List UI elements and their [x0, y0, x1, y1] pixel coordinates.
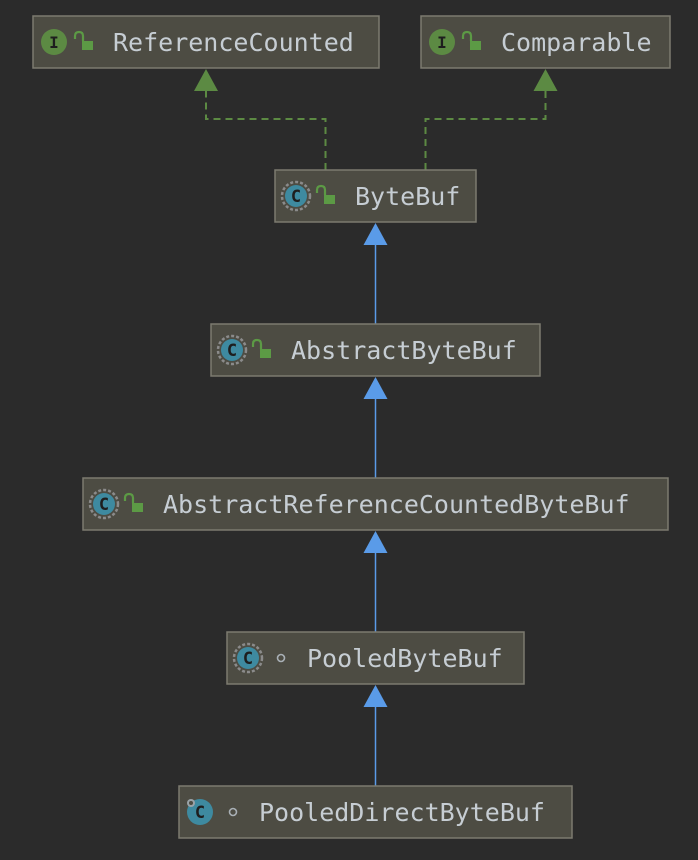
node-box [226, 631, 525, 685]
icon-letter: C [99, 495, 109, 515]
node-box [274, 169, 477, 223]
node-label: AbstractByteBuf [291, 336, 517, 365]
node-label: ReferenceCounted [113, 28, 354, 57]
edge-byte-buf-implements-comparable [424, 69, 558, 170]
edge-byte-buf-implements-reference-counted [194, 69, 327, 170]
abstract-class-icon: C [88, 488, 120, 520]
interface-icon: I [41, 29, 67, 55]
node-pooled-direct-byte-buf[interactable]: C PooledDirectByteBuf [178, 785, 573, 839]
edge-layer [194, 69, 558, 786]
public-lock-icon [251, 338, 271, 358]
node-box [82, 477, 669, 531]
edge-abstract-reference-counted-byte-buf-extends-abstract-byte-buf [363, 377, 388, 478]
edge-abstract-byte-buf-extends-byte-buf [363, 223, 388, 324]
public-lock-icon [315, 184, 335, 204]
edge-pooled-byte-buf-extends-abstract-reference-counted-byte-buf [363, 531, 388, 632]
node-reference-counted[interactable]: I ReferenceCounted [32, 15, 380, 69]
node-box [210, 323, 541, 377]
abstract-class-icon: C [280, 180, 312, 212]
final-class-icon: C [187, 799, 213, 825]
interface-icon: I [429, 29, 455, 55]
node-comparable[interactable]: I Comparable [420, 15, 671, 69]
node-label: PooledDirectByteBuf [259, 798, 545, 827]
public-lock-icon [123, 492, 143, 512]
icon-letter: C [195, 803, 205, 823]
public-lock-icon [461, 30, 481, 50]
icon-letter: I [49, 33, 59, 52]
package-private-icon [276, 653, 286, 663]
edge-pooled-direct-byte-buf-extends-pooled-byte-buf [363, 685, 388, 786]
icon-letter: C [291, 187, 301, 207]
node-box [178, 785, 573, 839]
node-pooled-byte-buf[interactable]: C PooledByteBuf [226, 631, 525, 685]
abstract-class-icon: C [216, 334, 248, 366]
icon-letter: C [243, 649, 253, 669]
icon-letter: C [227, 341, 237, 361]
node-label: ByteBuf [355, 182, 460, 211]
node-label: AbstractReferenceCountedByteBuf [163, 490, 630, 519]
node-label: PooledByteBuf [307, 644, 503, 673]
package-private-icon [228, 807, 238, 817]
abstract-class-icon: C [232, 642, 264, 674]
icon-letter: I [437, 33, 447, 52]
public-lock-icon [73, 30, 93, 50]
node-abstract-byte-buf[interactable]: C AbstractByteBuf [210, 323, 541, 377]
node-box [420, 15, 671, 69]
node-label: Comparable [501, 28, 652, 57]
node-abstract-reference-counted-byte-buf[interactable]: C AbstractReferenceCountedByteBuf [82, 477, 669, 531]
node-byte-buf[interactable]: C ByteBuf [274, 169, 477, 223]
